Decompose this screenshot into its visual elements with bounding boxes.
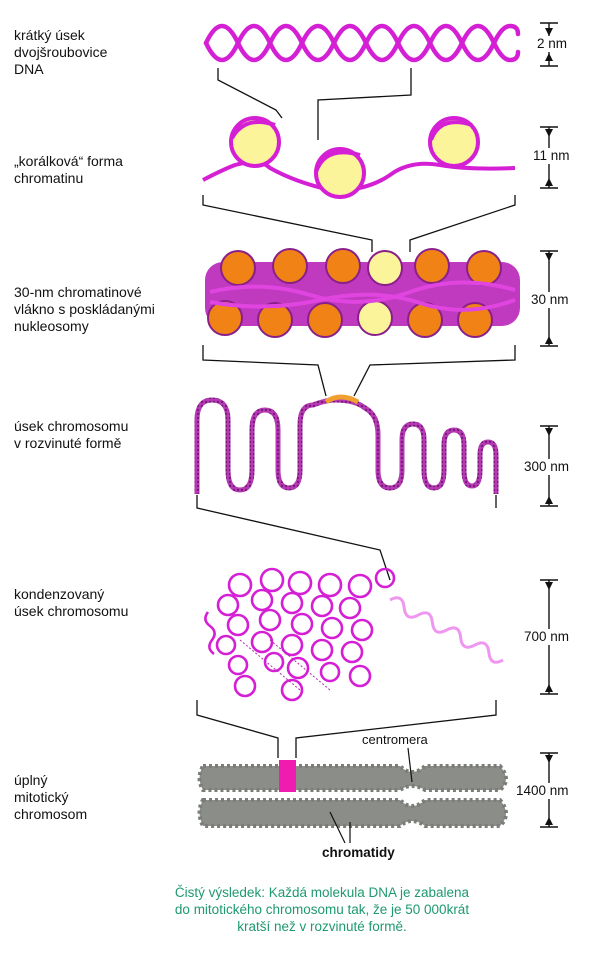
caption-line: do mitotického chromosomu tak, že je 50 … xyxy=(175,902,469,917)
scale-bars xyxy=(540,23,558,827)
centromere-label: centromera xyxy=(362,732,429,747)
extended-chromosome-section xyxy=(197,397,496,494)
label-line: DNA xyxy=(14,61,44,77)
label-line: „korálková“ forma xyxy=(14,153,123,169)
label-line: úplný xyxy=(14,772,47,788)
label-beads-on-string: „korálková“ forma chromatinu xyxy=(14,153,123,186)
zoom-lines xyxy=(197,495,496,580)
scale-11nm: 11 nm xyxy=(533,148,570,163)
caption-line: kratší než v rozvinuté formě. xyxy=(237,919,407,934)
label-line: krátký úsek xyxy=(14,27,86,43)
label-line: chromatinu xyxy=(14,170,83,186)
zoom-lines xyxy=(203,195,515,252)
mitotic-chromosome xyxy=(200,748,507,843)
centromere-marker-segment xyxy=(279,760,296,792)
label-line: nukleosomy xyxy=(14,318,89,334)
label-line: v rozvinuté formě xyxy=(14,435,122,451)
label-extended-section: úsek chromosomu v rozvinuté formě xyxy=(14,418,128,451)
scale-30nm: 30 nm xyxy=(531,292,569,307)
label-line: dvojšroubovice xyxy=(14,44,108,60)
label-line: chromosom xyxy=(14,806,87,822)
chromatids-label: chromatidy xyxy=(322,845,395,860)
scale-2nm: 2 nm xyxy=(537,36,567,51)
label-line: kondenzovaný xyxy=(14,586,104,602)
scale-300nm: 300 nm xyxy=(524,459,569,474)
condensed-chromosome-section xyxy=(205,569,505,700)
label-line: mitotický xyxy=(14,789,68,805)
beads-on-string xyxy=(203,118,515,197)
label-line: úsek chromosomu xyxy=(14,603,128,619)
zoom-lines xyxy=(203,345,515,396)
label-mitotic-chromosome: úplný mitotický chromosom xyxy=(14,772,87,822)
label-line: vlákno s poskládanými xyxy=(14,301,155,317)
zoom-lines xyxy=(197,700,496,758)
label-30nm-fiber: 30-nm chromatinové vlákno s poskládanými… xyxy=(14,284,155,334)
label-condensed-section: kondenzovaný úsek chromosomu xyxy=(14,586,128,619)
caption: Čistý výsledek: Každá molekula DNA je za… xyxy=(175,885,470,934)
label-line: 30-nm chromatinové xyxy=(14,284,142,300)
scale-700nm: 700 nm xyxy=(524,629,569,644)
label-line: úsek chromosomu xyxy=(14,418,128,434)
caption-line: Čistý výsledek: Každá molekula DNA je za… xyxy=(175,885,470,900)
scale-1400nm: 1400 nm xyxy=(516,783,569,798)
30nm-chromatin-fiber xyxy=(205,249,520,337)
label-dna-double-helix: krátký úsek dvojšroubovice DNA xyxy=(14,27,108,77)
dna-double-helix xyxy=(206,26,518,60)
